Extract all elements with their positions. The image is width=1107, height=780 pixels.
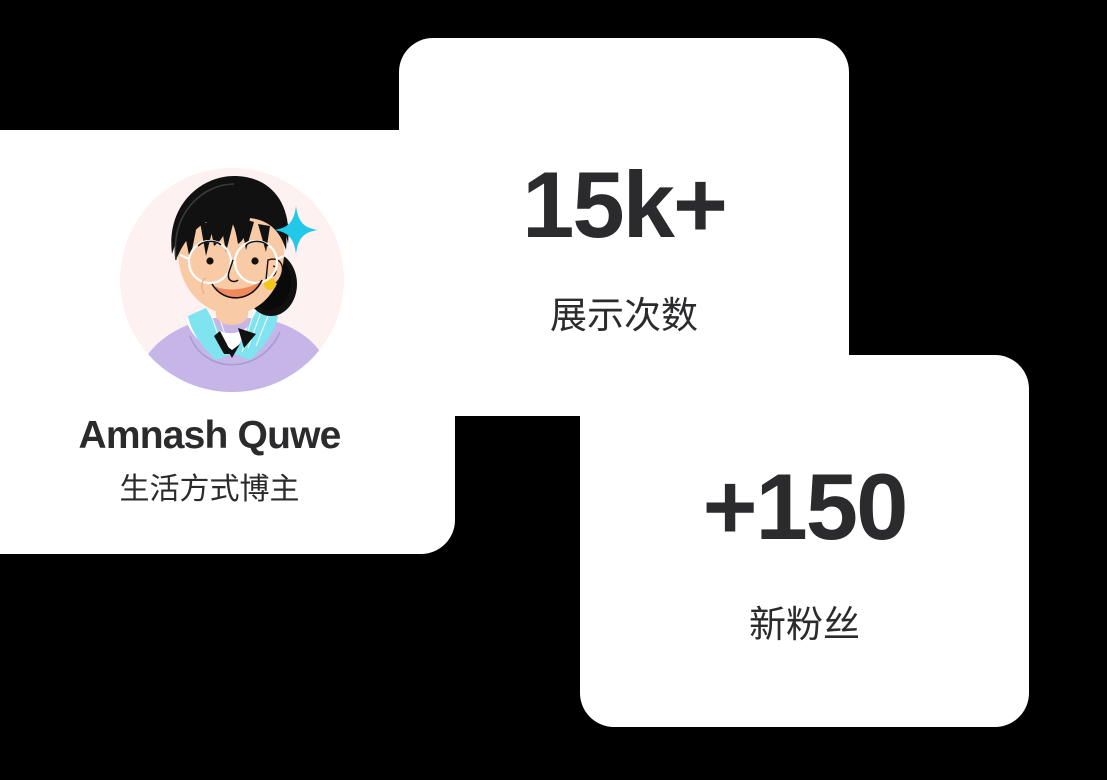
followers-value: +150 <box>702 454 909 559</box>
followers-label: 新粉丝 <box>749 604 860 645</box>
impressions-label: 展示次数 <box>550 295 698 336</box>
impressions-value: 15k+ <box>522 152 728 257</box>
impressions-content: 15k+ 展示次数 <box>399 152 849 336</box>
profile-card[interactable]: Amnash Quwe 生活方式博主 <box>0 130 455 554</box>
sparkle-icon <box>274 206 318 254</box>
avatar-illustration-icon <box>120 168 344 392</box>
profile-text-block: Amnash Quwe 生活方式博主 <box>0 416 455 505</box>
impressions-stat-card[interactable]: 15k+ 展示次数 <box>399 38 849 416</box>
followers-stat-card[interactable]: +150 新粉丝 <box>580 355 1029 727</box>
profile-role: 生活方式博主 <box>119 473 300 506</box>
followers-content: +150 新粉丝 <box>580 454 1029 645</box>
avatar <box>120 168 344 392</box>
profile-name: Amnash Quwe <box>78 414 341 457</box>
